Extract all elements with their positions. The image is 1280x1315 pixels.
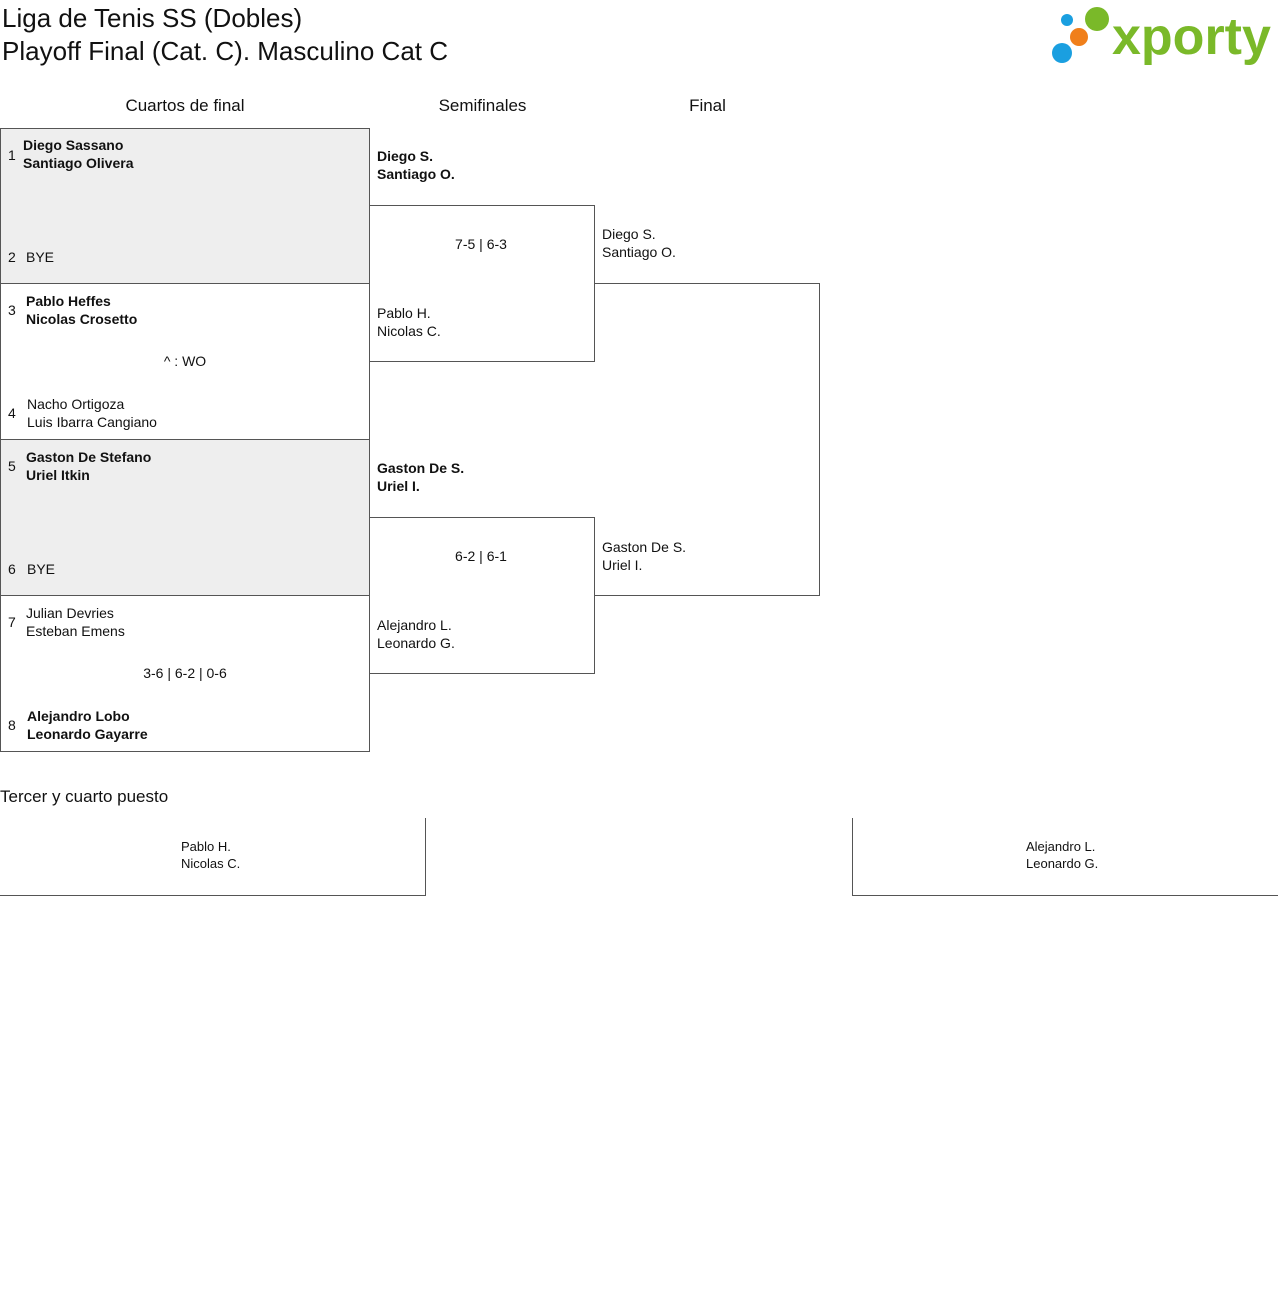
bye-label: BYE (27, 561, 56, 577)
round-header-quarterfinals: Cuartos de final (125, 96, 245, 115)
logo-dot-orange (1070, 28, 1088, 46)
seed-number: 3 (8, 302, 16, 318)
seed-number: 6 (8, 561, 16, 577)
player-name: Gaston De S. (602, 539, 687, 555)
page-subtitle: Playoff Final (Cat. C). Masculino Cat C (2, 36, 448, 66)
player-name: Esteban Emens (26, 623, 125, 639)
player-name: Uriel I. (602, 557, 643, 573)
round-header-semifinals: Semifinales (438, 96, 527, 115)
seed-number: 1 (8, 147, 16, 163)
player-name: Julian Devries (26, 605, 114, 621)
match-score: 7-5 | 6-3 (455, 236, 507, 252)
match-score: 3-6 | 6-2 | 0-6 (143, 665, 227, 681)
logo-text: xporty (1112, 8, 1271, 66)
player-name: Nicolas C. (181, 856, 241, 871)
semifinal-match-1: 7-5 | 6-3 Pablo H. Nicolas C. (369, 205, 595, 362)
player-name: Gaston De Stefano (26, 449, 152, 465)
player-name: Nicolas Crosetto (26, 311, 138, 327)
bye-label: BYE (26, 249, 55, 265)
seed-number: 4 (8, 405, 16, 421)
match-score: ^ : WO (163, 353, 207, 369)
seed-number: 7 (8, 614, 16, 630)
page-title: Liga de Tenis SS (Dobles) (2, 3, 303, 33)
player-name: Santiago Olivera (23, 155, 134, 171)
player-name: Leonardo G. (1026, 856, 1099, 871)
seed-number: 8 (8, 717, 16, 733)
player-name: Alejandro L. (1026, 839, 1096, 854)
quarterfinal-match-2: 3 Pablo Heffes Nicolas Crosetto ^ : WO 4… (0, 283, 370, 440)
third-place-right-slot: Alejandro L. Leonardo G. (852, 818, 1278, 896)
player-name: Pablo H. (181, 839, 231, 854)
player-name: Pablo Heffes (26, 293, 111, 309)
player-name: Uriel I. (377, 478, 420, 494)
semifinal-match-2: 6-2 | 6-1 Alejandro L. Leonardo G. (369, 517, 595, 674)
player-name: Alejandro Lobo (27, 708, 130, 724)
round-header-final: Final (689, 96, 726, 115)
player-name: Santiago O. (602, 244, 676, 260)
player-name: Leonardo Gayarre (27, 726, 148, 742)
quarterfinal-match-3: 5 Gaston De Stefano Uriel Itkin 6 BYE (0, 439, 370, 596)
player-name: Uriel Itkin (26, 467, 90, 483)
quarterfinal-match-4: 7 Julian Devries Esteban Emens 3-6 | 6-2… (0, 595, 370, 752)
match-score: 6-2 | 6-1 (455, 548, 507, 564)
player-name: Diego S. (377, 148, 434, 164)
third-place-left-slot: Pablo H. Nicolas C. (0, 818, 426, 896)
player-name: Gaston De S. (377, 460, 465, 476)
logo-dot-blue-small (1061, 14, 1073, 26)
final-match: Gaston De S. Uriel I. (594, 283, 820, 596)
player-name: Diego S. (602, 226, 656, 242)
player-name: Diego Sassano (23, 137, 124, 153)
player-name: Nicolas C. (377, 323, 441, 339)
player-name: Nacho Ortigoza (27, 396, 125, 412)
player-name: Santiago O. (377, 166, 455, 182)
logo-dot-green (1085, 7, 1109, 31)
third-place-title: Tercer y cuarto puesto (0, 787, 169, 806)
player-name: Pablo H. (377, 305, 431, 321)
player-name: Alejandro L. (377, 617, 452, 633)
seed-number: 2 (8, 249, 16, 265)
player-name: Luis Ibarra Cangiano (27, 414, 157, 430)
quarterfinal-match-1: 1 Diego Sassano Santiago Olivera 2 BYE (0, 128, 370, 284)
logo-dot-blue (1052, 43, 1072, 63)
player-name: Leonardo G. (377, 635, 455, 651)
xporty-logo: xporty (1050, 4, 1278, 66)
seed-number: 5 (8, 458, 16, 474)
